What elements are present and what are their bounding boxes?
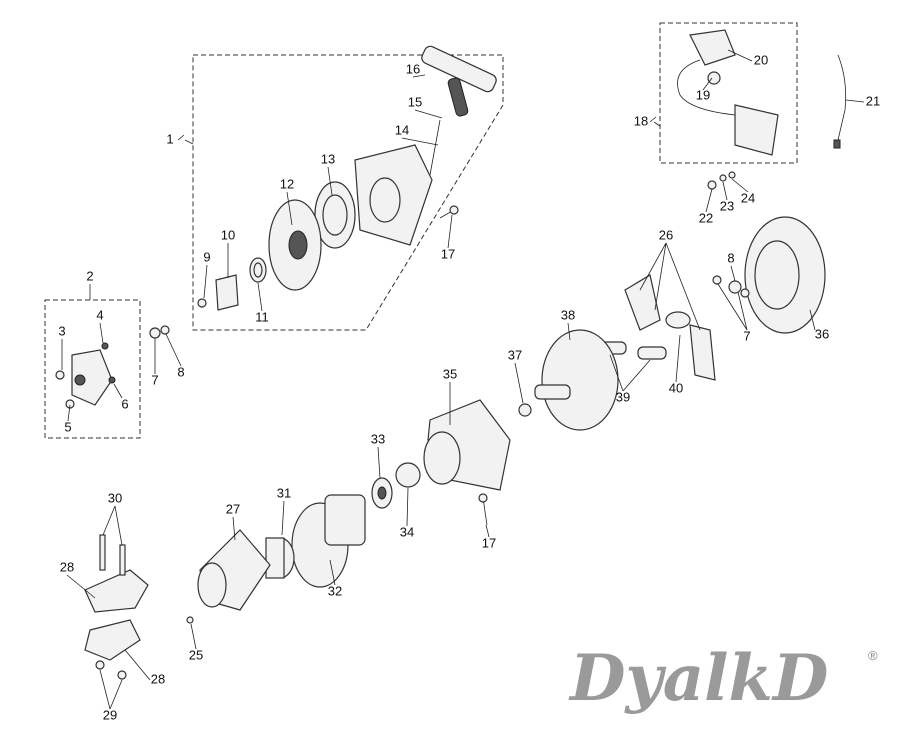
part-clamp-lower <box>84 619 141 661</box>
callout-label: 5 <box>64 419 71 434</box>
callout-label: 32 <box>328 583 342 598</box>
part-screws-22-24 <box>707 171 736 190</box>
callout-label: 15 <box>408 94 422 109</box>
part-screw-17b <box>478 493 488 526</box>
callout-label: 16 <box>406 61 420 76</box>
callout-label: 7 <box>743 328 750 343</box>
callout-label: 39 <box>616 389 630 404</box>
callout-label: 28 <box>151 671 165 686</box>
watermark-registered-mark: ® <box>868 648 878 663</box>
part-spring-disc <box>314 181 356 249</box>
callout-label: 2 <box>86 268 93 283</box>
callout-label: 35 <box>443 366 457 381</box>
part-pawl <box>215 274 239 311</box>
callout-label: 14 <box>395 122 409 137</box>
part-circlip-34 <box>395 462 421 488</box>
group-box-ignition <box>659 22 798 164</box>
part-wire <box>833 54 847 149</box>
callout-label: 11 <box>255 309 269 324</box>
callout-label: 17 <box>441 246 455 261</box>
callout-label: 27 <box>226 501 240 516</box>
callout-label: 33 <box>371 431 385 446</box>
bracket-1 <box>177 134 194 145</box>
part-spring <box>249 257 267 283</box>
part-screw-9 <box>197 298 207 308</box>
part-handle <box>421 45 497 117</box>
part-bearing <box>371 477 393 509</box>
callout-label: 31 <box>277 485 291 500</box>
callout-label: 7 <box>151 372 158 387</box>
part-nuts-7-8 <box>712 275 750 298</box>
callout-label: 38 <box>561 307 575 322</box>
part-cylinder-cover <box>71 349 113 406</box>
callout-label: 4 <box>96 307 103 322</box>
callout-label: 30 <box>108 490 122 505</box>
callout-label: 40 <box>669 380 683 395</box>
callout-label: 29 <box>103 707 117 722</box>
callout-label: 25 <box>189 647 203 662</box>
part-bolts-30 <box>99 534 126 576</box>
callout-label: 9 <box>203 249 210 264</box>
callout-label: 19 <box>696 87 710 102</box>
part-washers <box>55 325 170 409</box>
part-flywheel <box>744 216 826 334</box>
callout-label: 37 <box>508 347 522 362</box>
part-gear-head <box>291 494 366 588</box>
group-box-cylinder-cover <box>44 299 141 439</box>
part-screw-17a <box>439 205 459 219</box>
callout-label: 6 <box>121 396 128 411</box>
callout-label: 28 <box>60 559 74 574</box>
callout-label: 3 <box>58 323 65 338</box>
callout-label: 18 <box>634 113 648 128</box>
callout-label: 26 <box>659 227 673 242</box>
part-nuts-29 <box>95 660 127 680</box>
rope <box>429 119 441 176</box>
callout-label: 20 <box>754 52 768 67</box>
part-screw-25 <box>186 616 194 624</box>
callout-label: 22 <box>699 210 713 225</box>
callout-label: 8 <box>177 364 184 379</box>
watermark: DyalkD <box>568 641 829 716</box>
part-clutch <box>624 274 716 381</box>
callout-label: 23 <box>720 198 734 213</box>
part-ignition-coil <box>677 29 779 156</box>
callout-label: 34 <box>400 524 414 539</box>
callout-label: 21 <box>866 93 880 108</box>
part-bushing <box>265 537 295 579</box>
callout-label: 8 <box>727 250 734 265</box>
part-clamp-upper <box>84 569 149 613</box>
leader-lines <box>61 49 865 710</box>
callout-label: 36 <box>815 326 829 341</box>
callout-label: 13 <box>321 151 335 166</box>
callout-label: 24 <box>741 190 755 205</box>
part-pulley <box>268 199 322 291</box>
callout-label: 1 <box>166 131 173 146</box>
callout-label: 12 <box>280 176 294 191</box>
part-clutch-housing <box>423 399 511 491</box>
part-circlip-37 <box>518 403 532 417</box>
bracket-18 <box>649 116 661 127</box>
callout-label: 10 <box>221 227 235 242</box>
part-cone <box>197 529 271 611</box>
part-clutch-drum <box>534 329 619 431</box>
callout-label: 17 <box>482 535 496 550</box>
part-starter-housing <box>354 144 433 246</box>
